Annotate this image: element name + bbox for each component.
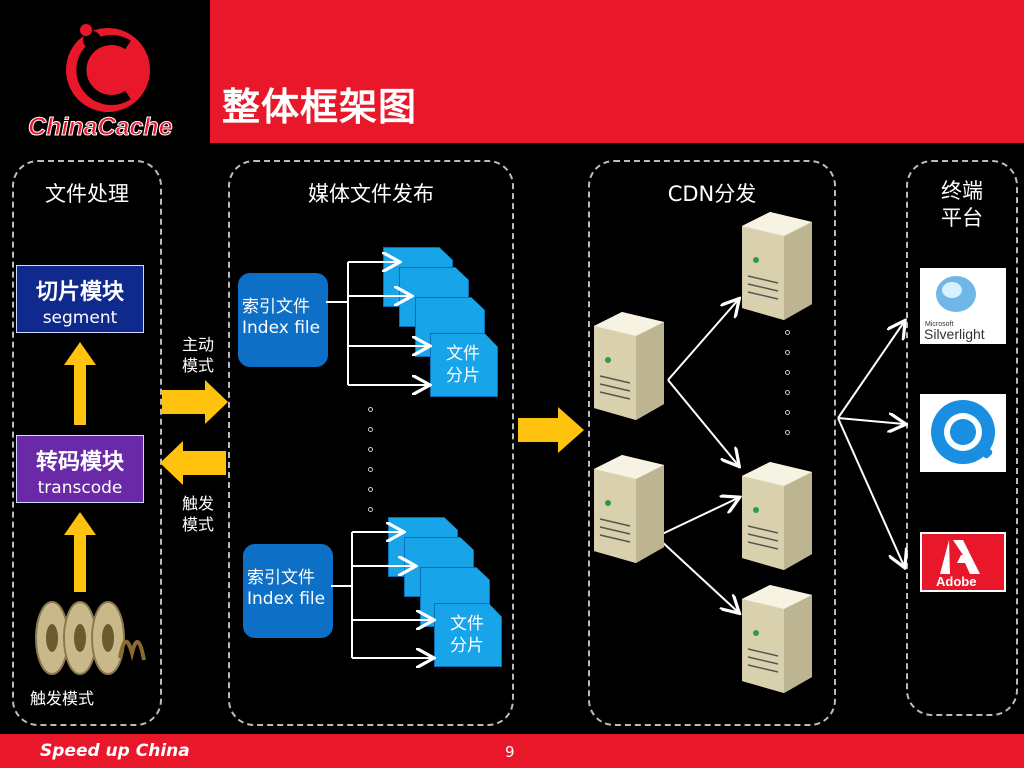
server-icon <box>741 211 813 321</box>
page-title: 整体框架图 <box>222 85 418 129</box>
server-icon <box>741 461 813 571</box>
server-icon <box>593 454 665 564</box>
panel-file-processing <box>12 160 162 726</box>
footer-slogan: Speed up China <box>40 741 190 761</box>
bottom-trigger-label: 触发模式 <box>30 689 95 708</box>
ellipsis-dot <box>368 487 373 492</box>
silverlight-logo: Microsoft Silverlight <box>920 268 1006 344</box>
ellipsis-dot <box>785 390 790 395</box>
transcode-module: 转码模块 transcode <box>16 435 144 503</box>
panel-media-publish <box>228 160 514 726</box>
arrow-up-transcode <box>64 512 96 592</box>
ellipsis-dot <box>368 447 373 452</box>
fragment-label: 文件分片 <box>450 614 484 656</box>
svg-text:Silverlight: Silverlight <box>924 326 985 342</box>
fragment-card <box>430 333 498 397</box>
active-mode-label: 主动模式 <box>182 335 215 375</box>
logo-area: ChinaCache <box>0 0 210 143</box>
panel-terminal <box>906 160 1018 716</box>
chinacache-logo: ChinaCache <box>28 24 173 142</box>
panel-title-file-processing: 文件处理 <box>45 182 129 206</box>
arrow-left-trigger <box>160 441 226 485</box>
ellipsis-dot <box>368 407 373 412</box>
panel-cdn <box>588 160 836 726</box>
adobe-logo: Adobe <box>920 532 1006 592</box>
panel-title-terminal: 终端 平台 <box>941 179 983 230</box>
panel-title-cdn: CDN分发 <box>667 182 757 206</box>
ellipsis-dot <box>368 507 373 512</box>
server-icon <box>593 311 665 421</box>
ellipsis-dot <box>785 330 790 335</box>
server-icon <box>741 584 813 694</box>
ellipsis-dot <box>368 467 373 472</box>
panel-title-media-publish: 媒体文件发布 <box>308 182 434 206</box>
footer-bar <box>0 734 1024 768</box>
svg-text:ChinaCache: ChinaCache <box>28 113 173 141</box>
ellipsis-dot <box>368 427 373 432</box>
ellipsis-dot <box>785 410 790 415</box>
film-reel-icon <box>35 601 146 675</box>
arrow-right-cdn <box>518 407 584 453</box>
header-bar <box>210 0 1024 143</box>
fragment-label: 文件分片 <box>446 344 480 386</box>
fragment-card <box>434 603 502 667</box>
arrow-up-segment <box>64 342 96 425</box>
svg-text:Microsoft: Microsoft <box>925 321 953 328</box>
quicktime-logo <box>920 394 1006 472</box>
ellipsis-dot <box>785 370 790 375</box>
page-number: 9 <box>505 743 515 761</box>
ellipsis-dot <box>785 430 790 435</box>
trigger-mode-label: 触发模式 <box>182 494 215 534</box>
ellipsis-dot <box>785 350 790 355</box>
arrow-right-active <box>162 380 228 424</box>
svg-text:Adobe: Adobe <box>936 574 976 589</box>
segment-module: 切片模块 segment <box>16 265 144 333</box>
